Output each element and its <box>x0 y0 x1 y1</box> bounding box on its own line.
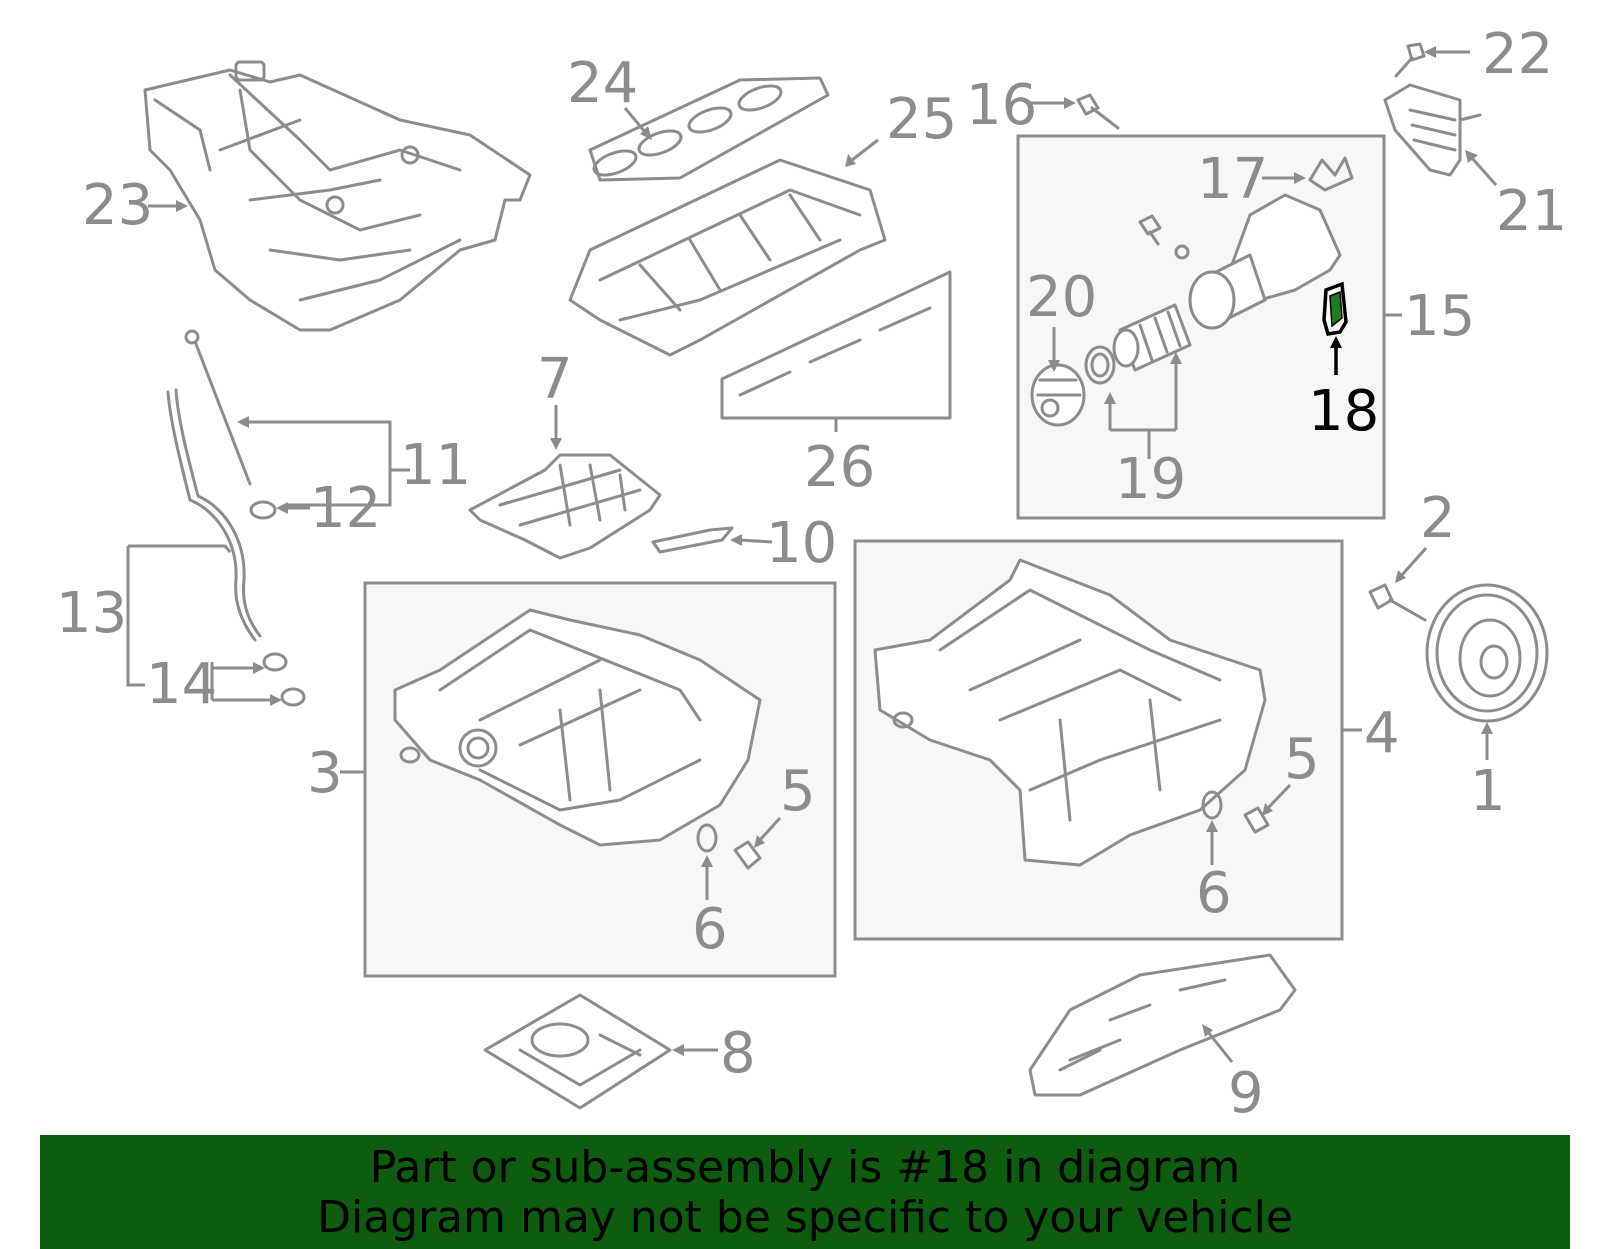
callout-14: 14 <box>146 652 217 717</box>
intake-manifold-part[interactable] <box>143 60 532 332</box>
dipstick-tube-part[interactable] <box>166 388 262 642</box>
gasket-kit-part[interactable] <box>720 270 952 420</box>
dipstick-part[interactable] <box>184 329 252 486</box>
callout-labels: 23 24 25 16 22 21 17 15 18 20 19 26 7 10… <box>56 22 1567 1126</box>
callout-25: 25 <box>886 87 957 152</box>
oring-12-part[interactable] <box>249 500 277 520</box>
baffle-7-part[interactable] <box>468 453 662 560</box>
callout-2: 2 <box>1420 486 1456 551</box>
bolt-22-part[interactable] <box>1394 42 1426 78</box>
oring-19-part[interactable] <box>1084 345 1116 385</box>
washer-6-right-part[interactable] <box>1201 790 1223 820</box>
info-banner: Part or sub-assembly is #18 in diagram D… <box>40 1135 1570 1249</box>
callout-6-right: 6 <box>1196 861 1232 926</box>
gasket-18-highlighted-part[interactable] <box>1322 281 1348 336</box>
callout-6-left: 6 <box>692 897 728 962</box>
callout-18: 18 <box>1308 379 1379 444</box>
oil-pan-upper-part-3[interactable] <box>393 608 762 847</box>
callout-26: 26 <box>804 435 875 500</box>
bolt-washer-part[interactable] <box>1138 214 1190 260</box>
banner-line-2: Diagram may not be specific to your vehi… <box>317 1192 1293 1243</box>
callout-5-left: 5 <box>780 759 816 824</box>
callout-21: 21 <box>1496 179 1567 244</box>
washer-6-left-part[interactable] <box>696 823 718 853</box>
leader-lines <box>126 46 1498 1063</box>
bolt-16-part[interactable] <box>1076 93 1120 130</box>
callout-24: 24 <box>567 51 638 116</box>
callout-20: 20 <box>1026 265 1097 330</box>
callout-7: 7 <box>537 347 573 412</box>
callout-17: 17 <box>1197 147 1268 212</box>
oil-filter-housing-part[interactable] <box>1188 156 1354 330</box>
drain-plug-5-right-part[interactable] <box>1243 806 1270 834</box>
callout-19: 19 <box>1115 447 1186 512</box>
lower-oil-pan-8-part[interactable] <box>483 993 672 1110</box>
crankshaft-pulley-part[interactable] <box>1425 583 1549 723</box>
oil-filter-part[interactable] <box>1112 303 1192 372</box>
banner-line-1: Part or sub-assembly is #18 in diagram <box>369 1142 1241 1193</box>
callout-1: 1 <box>1470 759 1506 824</box>
intake-gasket-part[interactable] <box>588 76 830 182</box>
bolt-2-part[interactable] <box>1368 583 1427 622</box>
callout-8: 8 <box>720 1021 756 1086</box>
callout-16: 16 <box>966 73 1037 138</box>
callout-3: 3 <box>307 741 343 806</box>
lower-oil-pan-9-part[interactable] <box>1028 953 1297 1097</box>
callout-22: 22 <box>1482 22 1553 87</box>
callout-10: 10 <box>766 511 837 576</box>
oil-pan-upper-part-4[interactable] <box>873 558 1267 867</box>
callout-4: 4 <box>1364 701 1400 766</box>
callout-13: 13 <box>56 581 127 646</box>
callout-9: 9 <box>1228 1061 1264 1126</box>
drain-plug-5-left-part[interactable] <box>733 840 762 870</box>
callout-12: 12 <box>310 476 381 541</box>
callout-11: 11 <box>400 433 471 498</box>
callout-5-right: 5 <box>1284 727 1320 792</box>
callout-23: 23 <box>82 173 153 238</box>
gasket-10-part[interactable] <box>651 526 734 554</box>
oring-14-part[interactable] <box>262 652 306 707</box>
callout-15: 15 <box>1404 284 1475 349</box>
lower-intake-manifold-part[interactable] <box>568 158 887 357</box>
oil-cooler-part[interactable] <box>1383 83 1482 177</box>
group-box-oil-filter <box>1016 134 1386 520</box>
filter-cap-20-part[interactable] <box>1030 363 1086 427</box>
